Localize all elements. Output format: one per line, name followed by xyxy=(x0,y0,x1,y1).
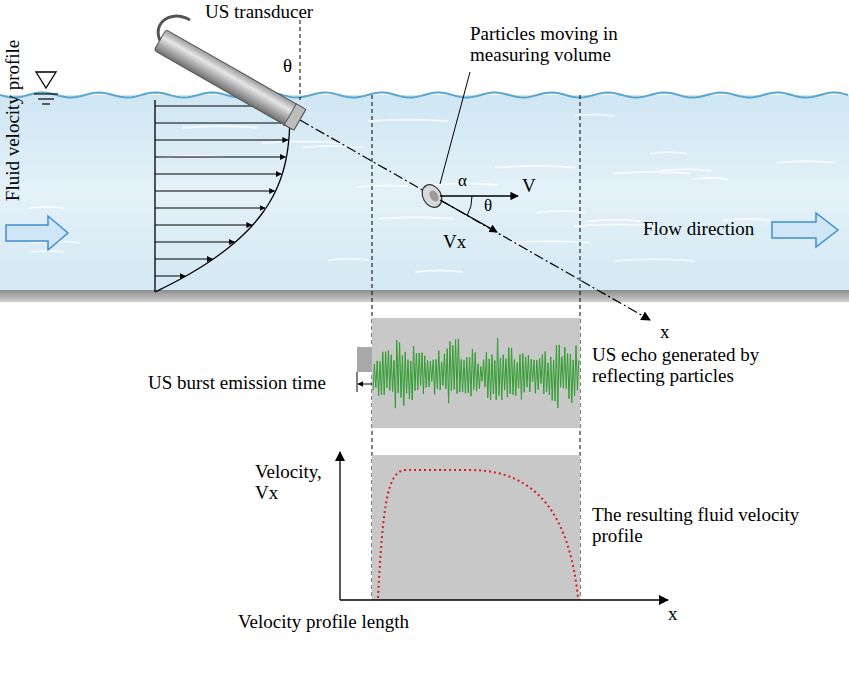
water-streak xyxy=(183,126,259,128)
burst-tick xyxy=(357,372,358,392)
water-streak xyxy=(510,241,591,243)
x-axis xyxy=(340,599,668,600)
vector-label: V xyxy=(522,176,536,197)
inflow-arrow xyxy=(6,216,68,250)
velocity-vector xyxy=(440,195,518,196)
angle-arc xyxy=(467,196,472,216)
profile-panel xyxy=(372,455,580,600)
vector-label: Vx xyxy=(443,232,466,253)
angle-label: θ xyxy=(484,197,492,216)
echo-panel xyxy=(372,318,580,428)
velocity-arrow xyxy=(155,123,289,124)
profile-curve xyxy=(155,100,290,292)
water-streak xyxy=(328,259,369,261)
water-streak xyxy=(661,169,711,171)
axis-label: x xyxy=(660,322,670,343)
water-streak xyxy=(574,114,615,116)
water-streak xyxy=(415,270,463,272)
water-streak xyxy=(537,211,585,213)
water-streak xyxy=(368,120,448,122)
water-streak xyxy=(693,178,728,180)
axis-label: Fluid velocity profile xyxy=(4,39,25,200)
water-streak xyxy=(650,152,687,154)
burst-arrow xyxy=(358,384,372,385)
water-body xyxy=(0,95,849,292)
water-streak xyxy=(614,259,693,261)
us-transducer xyxy=(154,16,306,130)
vertical-reference xyxy=(300,20,301,100)
burst-block xyxy=(357,347,372,372)
axis-label: Velocity profile length xyxy=(238,612,409,633)
flow-direction-arrow xyxy=(772,213,838,247)
velocity-arrow xyxy=(155,174,281,175)
velocity-arrow xyxy=(155,225,252,226)
measured-profile xyxy=(378,470,578,598)
velocity-arrow xyxy=(155,140,288,141)
water-streak xyxy=(588,220,640,222)
water-streak xyxy=(379,217,454,219)
water-streak xyxy=(29,207,64,209)
axis-label: x xyxy=(668,604,678,625)
annotation: Flow direction xyxy=(643,219,754,240)
velocity-arrow xyxy=(155,276,185,277)
water-surface xyxy=(0,93,848,98)
part-label: US transducer xyxy=(205,2,313,23)
angle-label: θ xyxy=(283,56,292,77)
profile-base xyxy=(154,100,155,292)
echo-signal xyxy=(373,338,579,408)
water-texture xyxy=(29,114,836,272)
water-streak xyxy=(777,161,836,163)
velocity-arrow xyxy=(155,208,265,209)
leader-line xyxy=(440,72,470,184)
velocity-arrow xyxy=(155,259,212,260)
water-streak xyxy=(356,186,421,188)
velocity-arrow xyxy=(155,157,285,158)
y-axis xyxy=(339,452,340,600)
velocity-arrow xyxy=(155,191,275,192)
axis-label: Velocity, Vx xyxy=(255,462,335,504)
water-streak xyxy=(613,172,690,174)
velocity-arrow xyxy=(155,242,234,243)
angle-label: α xyxy=(458,172,467,191)
beam-axis xyxy=(300,120,650,320)
annotation: US burst emission time xyxy=(148,373,326,394)
water-streak xyxy=(495,166,576,168)
water-streak xyxy=(303,146,363,148)
annotation: US echo generated by reflecting particle… xyxy=(592,345,817,387)
water-streak xyxy=(262,142,340,144)
velocity-profile xyxy=(155,100,290,292)
part-label: Particles moving in measuring volume xyxy=(470,24,670,66)
water-level-symbol xyxy=(34,72,58,104)
channel-bed xyxy=(0,290,849,302)
annotation: The resulting fluid velocity profile xyxy=(592,505,807,547)
